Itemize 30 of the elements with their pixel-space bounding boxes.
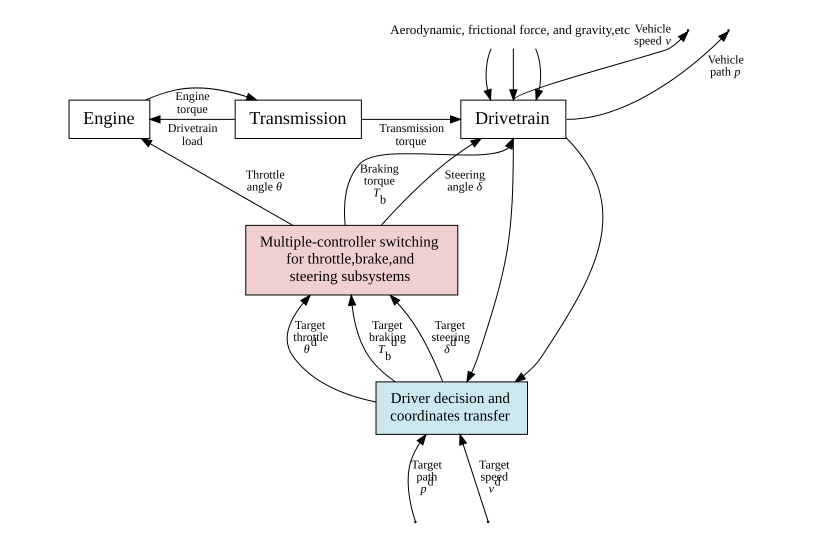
arrow [535, 48, 544, 102]
node-box: Engine [68, 100, 150, 140]
edge-label: Engine torque [175, 88, 210, 116]
arrow [348, 294, 396, 382]
edge-label: Vehicle speed v [634, 21, 671, 48]
node-text: Aerodynamic, frictional force, and gravity,etc [390, 22, 630, 37]
arrow [286, 294, 376, 402]
arrow [509, 30, 689, 102]
arrow [483, 48, 492, 102]
arrow [466, 138, 514, 384]
arrow [514, 137, 604, 383]
arrow [344, 137, 514, 226]
arrow [140, 138, 293, 226]
node-box: Driver decision and coordinates transfer [376, 381, 528, 435]
arrow [509, 48, 518, 102]
arrow [459, 433, 489, 522]
edge-label: Transmission torque [379, 121, 444, 148]
arrow [381, 138, 482, 226]
node-box: Multiple-controller switching for throttle,brake,and steering subsystems [245, 224, 458, 296]
node-box: Drivetrain [460, 100, 566, 140]
arrow [362, 115, 462, 124]
edge-label: Vehicle path p [708, 52, 744, 78]
node-box: Transmission [234, 100, 362, 140]
arrow [389, 294, 444, 382]
arrow [145, 88, 258, 101]
arrow [148, 115, 235, 124]
edge-label: Throttle angle θ [246, 168, 285, 194]
edge-label: Drivetrain load [168, 121, 218, 148]
arrow [408, 433, 427, 522]
edge-label: Steering angle δ [444, 168, 486, 194]
